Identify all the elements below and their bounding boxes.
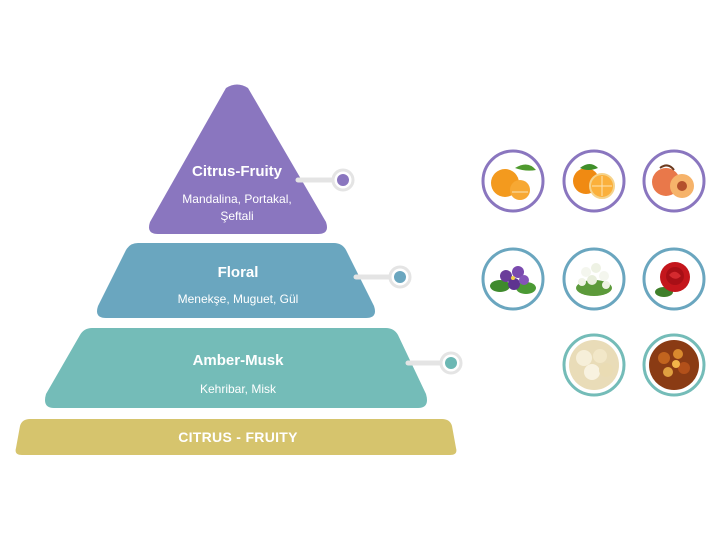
tier-top-notes-line1: Mandalina, Portakal, [182, 192, 291, 206]
mandarin-icon [481, 149, 545, 213]
ingredients-middle-row [481, 247, 706, 311]
tier-bottom-notes: Kehribar, Misk [200, 382, 277, 396]
ingredients-bottom-row [562, 333, 706, 397]
base-shape [15, 419, 457, 455]
tier-top-connector [295, 168, 355, 192]
tier-bottom-connector [405, 351, 463, 375]
rose-icon [642, 247, 706, 311]
tier-bottom-title: Amber-Musk [193, 352, 285, 369]
pyramid-base: CITRUS - FRUITY [15, 419, 457, 455]
pyramid-tier-top: Citrus-Fruity Mandalina, Portakal, Şefta… [149, 84, 355, 234]
ingredients-top-row [481, 149, 706, 213]
base-label: CITRUS - FRUITY [178, 429, 298, 445]
violet-flower-icon [481, 247, 545, 311]
tier-top-notes-line2: Şeftali [220, 209, 253, 223]
tier-middle-notes: Menekşe, Muguet, Gül [178, 292, 299, 306]
pyramid-tier-middle: Floral Menekşe, Muguet, Gül [97, 243, 412, 318]
tier-middle-connector [353, 265, 412, 289]
orange-icon [562, 149, 626, 213]
tier-bottom-shape [45, 328, 427, 408]
lily-of-the-valley-icon [562, 247, 626, 311]
tier-top-shape [149, 84, 327, 234]
tier-bottom-dot [445, 357, 457, 369]
tier-top-dot [337, 174, 349, 186]
tier-middle-dot [394, 271, 406, 283]
tier-top-title: Citrus-Fruity [192, 163, 283, 180]
amber-crystals-icon [562, 333, 626, 397]
musk-resin-icon [642, 333, 706, 397]
tier-middle-title: Floral [218, 264, 259, 281]
peach-icon [642, 149, 706, 213]
pyramid-tier-bottom: Amber-Musk Kehribar, Misk [45, 328, 463, 408]
tier-middle-shape [97, 243, 375, 318]
